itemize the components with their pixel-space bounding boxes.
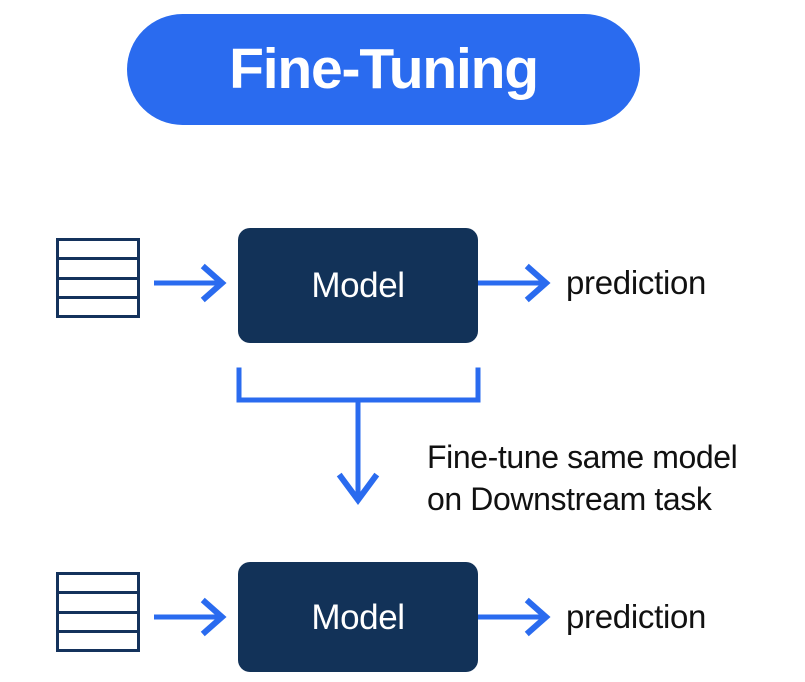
arrow-down-icon [336,400,380,506]
table-icon [56,238,140,318]
table-icon-row [59,241,137,261]
table-icon-row [59,280,137,299]
branch-caption-line-2: on Downstream task [427,481,712,518]
model-box-bottom: Model [238,562,478,672]
table-icon-row [59,575,137,595]
arrow-right-icon [478,263,551,303]
table-icon-row [59,260,137,280]
arrow-right-icon [154,263,227,303]
model-box-label: Model [311,266,405,305]
prediction-label-bottom: prediction [566,598,707,635]
arrow-right-icon [478,597,551,637]
branch-caption-line-1: Fine-tune same model [427,439,738,475]
prediction-label-top: prediction [566,264,707,301]
table-icon-row [59,299,137,315]
model-box-label: Model [311,597,405,637]
branch-caption: Fine-tune same model on Downstream task [427,436,738,520]
model-box-top: Model [238,228,478,343]
page-title: Fine-Tuning [229,37,539,101]
title-pill: Fine-Tuning [127,14,640,125]
table-icon [56,572,140,652]
bracket-connector [236,367,481,403]
arrow-right-icon [154,597,227,637]
table-icon-row [59,633,137,649]
table-icon-row [59,614,137,633]
table-icon-row [59,594,137,614]
